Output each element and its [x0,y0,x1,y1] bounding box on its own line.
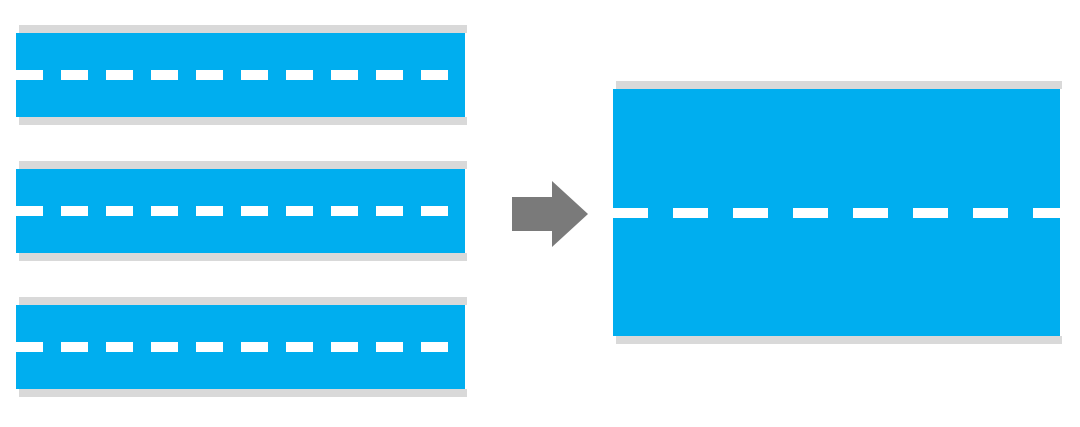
road-shoulder-bottom [19,253,467,261]
source-road-3 [16,297,467,397]
road-shoulder-bottom [19,117,467,125]
road-shoulder-bottom [616,336,1062,344]
dashed-center-line [16,206,465,216]
right-arrow-icon [512,181,588,247]
merged-road [613,81,1062,344]
road-surface [16,305,465,389]
dashed-center-line [16,70,465,80]
road-shoulder-top [616,81,1062,89]
road-shoulder-top [19,297,467,305]
road-surface [16,33,465,117]
road-shoulder-top [19,161,467,169]
road-shoulder-bottom [19,389,467,397]
source-road-1 [16,25,467,125]
source-roads-group [16,25,467,397]
dashed-center-line [16,342,465,352]
road-surface [16,169,465,253]
road-shoulder-top [19,25,467,33]
road-surface [613,89,1060,336]
dashed-center-line [613,207,1060,218]
source-road-2 [16,161,467,261]
